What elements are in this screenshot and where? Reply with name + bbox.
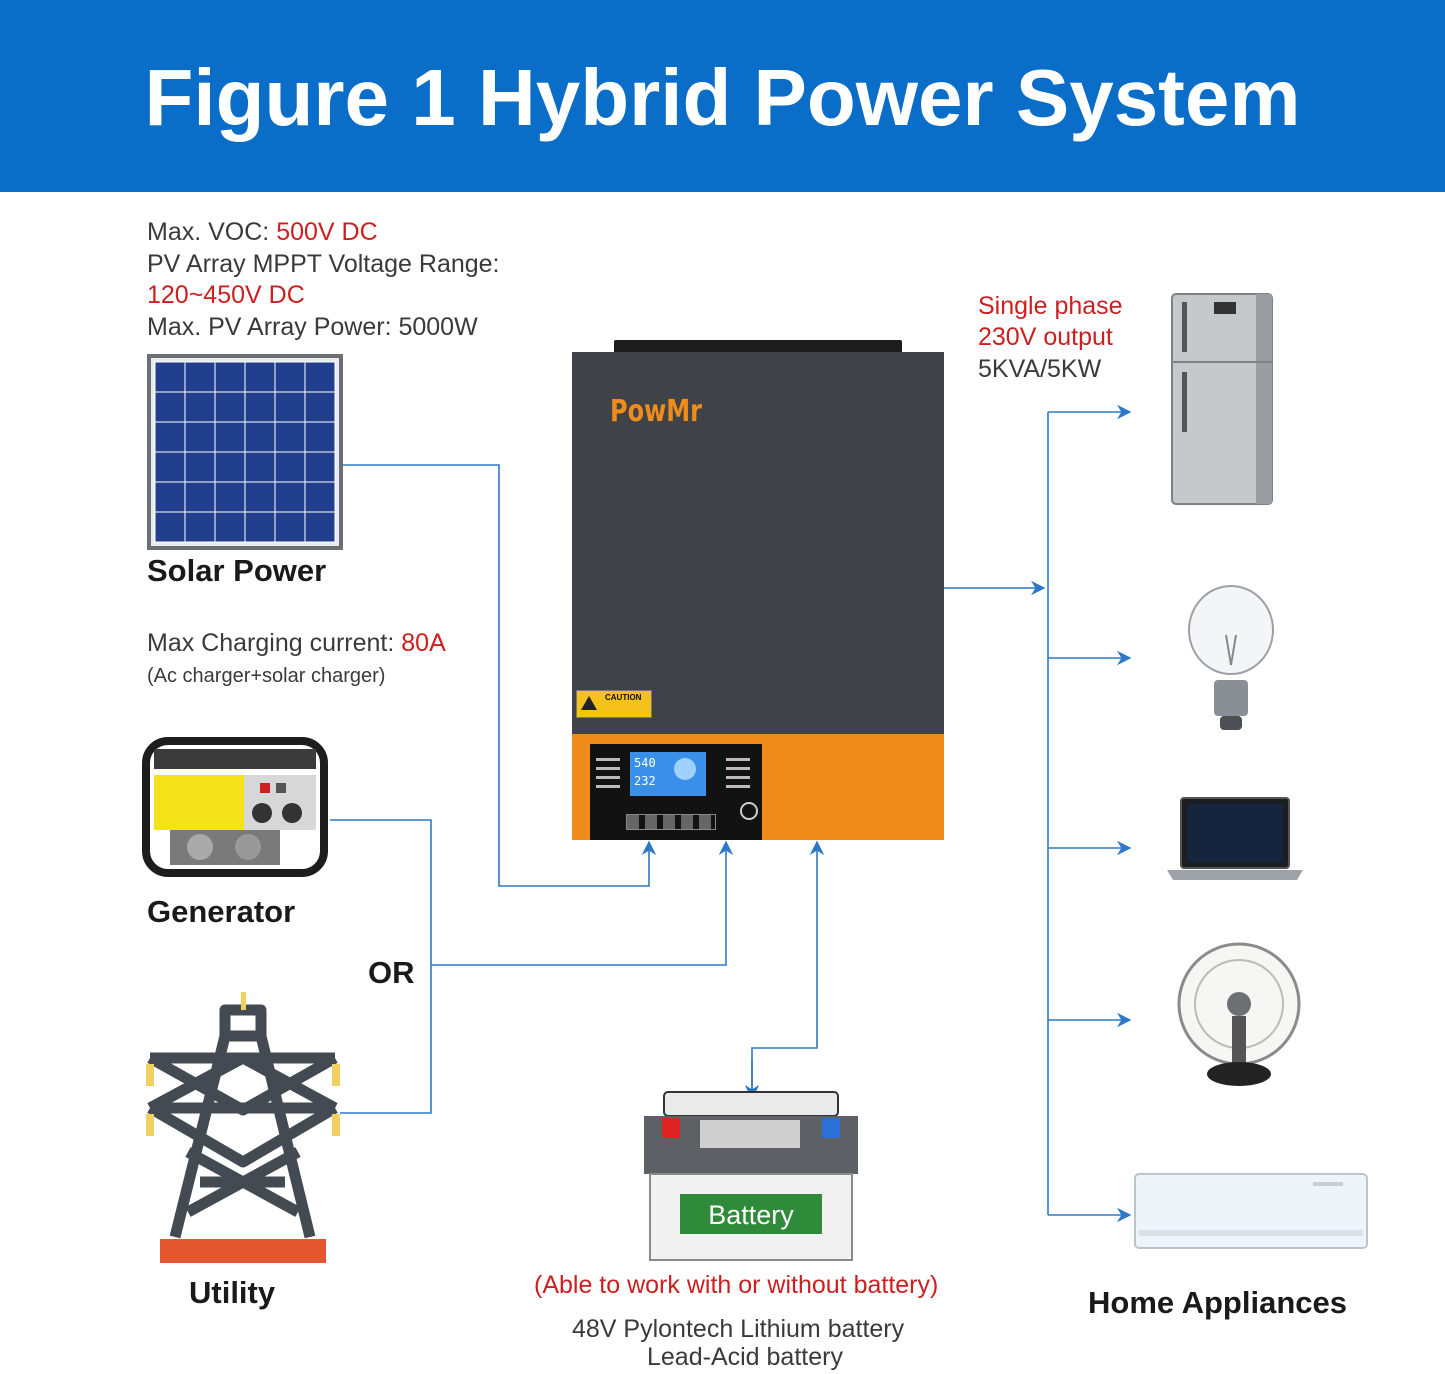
refrigerator-icon [1171, 293, 1273, 505]
battery-icon [644, 1091, 858, 1261]
battery-type-lithium: 48V Pylontech Lithium battery [572, 1315, 905, 1343]
lcd-screen: 540 232 [630, 752, 706, 796]
battery-note: (Able to work with or without battery) [534, 1271, 939, 1299]
utility-label: Utility [189, 1275, 276, 1310]
output-phase: Single phase [978, 292, 1123, 320]
inverter-body [572, 352, 944, 734]
lcd-top-value: 540 [634, 756, 656, 770]
caution-sticker: CAUTION [576, 690, 652, 718]
pv-spec-mppt-label: PV Array MPPT Voltage Range: [147, 250, 500, 278]
ac-input-wire [431, 840, 734, 966]
or-label: OR [368, 955, 415, 990]
pv-spec-mppt-value: 120~450V DC [147, 281, 305, 309]
power-knob [740, 802, 758, 820]
inverter-device: PowMr CAUTION 540 232 [572, 340, 944, 840]
charging-note: (Ac charger+solar charger) [147, 665, 386, 687]
right-indicator-lights [726, 758, 750, 788]
pv-spec-voc: Max. VOC: 500V DC [147, 217, 378, 248]
voc-value: 500V DC [276, 218, 378, 246]
generator-wire [330, 819, 432, 1114]
control-panel: 540 232 [590, 744, 762, 840]
battery-label: Battery [708, 1200, 794, 1230]
lcd-bottom-value: 232 [634, 774, 656, 788]
output-power: 5KVA/5KW [978, 355, 1102, 383]
header-banner [0, 0, 1445, 192]
charging-current: Max Charging current: 80A [147, 628, 446, 659]
left-indicator-lights [596, 758, 620, 788]
battery-type-lead-acid: Lead-Acid battery [647, 1343, 843, 1371]
solar-label: Solar Power [147, 553, 327, 588]
light-bulb-icon [1188, 585, 1274, 730]
solar-wire [342, 464, 657, 887]
page-title: Figure 1 Hybrid Power System [144, 53, 1301, 142]
lcd-status-graphic [674, 758, 696, 780]
generator-icon [142, 737, 328, 877]
fan-icon [1177, 942, 1301, 1086]
utility-tower-icon [146, 992, 340, 1263]
battery-wire [751, 840, 825, 1100]
home-appliances-label: Home Appliances [1088, 1285, 1347, 1320]
air-conditioner-icon [1134, 1173, 1368, 1249]
charging-label: Max Charging current: [147, 629, 402, 657]
solar-panel-icon [147, 354, 343, 550]
generator-label: Generator [147, 894, 296, 929]
inverter-mount-bracket [614, 340, 902, 354]
charging-value: 80A [401, 629, 446, 657]
warning-icon [581, 696, 597, 710]
laptop-icon [1167, 797, 1303, 880]
button-row [626, 814, 716, 830]
pv-spec-power: Max. PV Array Power: 5000W [147, 313, 478, 341]
caution-text: CAUTION [605, 693, 642, 702]
inverter-brand-logo: PowMr [610, 394, 702, 429]
voc-label: Max. VOC: [147, 218, 277, 246]
output-voltage: 230V output [978, 323, 1113, 351]
